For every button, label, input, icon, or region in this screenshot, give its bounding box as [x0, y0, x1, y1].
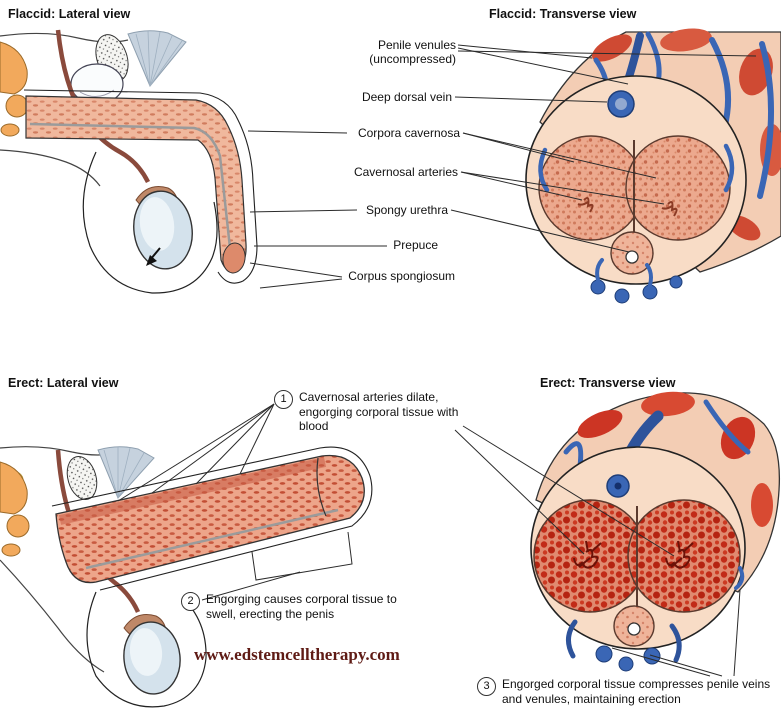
corpus-spongiosum-section [610, 231, 654, 275]
label-cavernosal-arteries: Cavernosal arteries [353, 165, 458, 179]
urethra-line [29, 122, 232, 249]
cavernosal-arteries-dilated [573, 540, 694, 569]
label-prepuce: Prepuce [393, 238, 438, 252]
panel-title-flaccid-lateral: Flaccid: Lateral view [8, 7, 131, 21]
corpus-spongiosum-section [613, 605, 655, 647]
step-3-text: Engorged corporal tissue compresses peni… [502, 677, 771, 706]
swelling-bracket [251, 531, 353, 581]
step-2-number-badge: 2 [181, 592, 200, 611]
flaccid-lateral-illustration [0, 29, 258, 294]
annotation-step-2: 2 Engorging causes corporal tissue to sw… [181, 592, 411, 621]
annotation-step-1: 1 Cavernosal arteries dilate, engorging … [274, 390, 469, 434]
corpora-cavernosa-section [538, 135, 731, 241]
erect-penis-shaft [55, 454, 365, 584]
urethra-lumen [625, 250, 639, 264]
scrotum-outline [82, 151, 218, 294]
label-spongy-urethra: Spongy urethra [365, 203, 448, 217]
penile-skin-outline [51, 446, 373, 591]
compressed-venules [566, 566, 745, 672]
label-deep-dorsal-vein: Deep dorsal vein [361, 90, 452, 104]
direction-arrow [146, 247, 161, 266]
step-3-number-badge: 3 [477, 677, 496, 696]
step-1-number-badge: 1 [274, 390, 293, 409]
step-1-text: Cavernosal arteries dilate, engorging co… [299, 390, 459, 434]
leader-lines [117, 44, 757, 677]
deep-dorsal-vein-section [607, 90, 635, 118]
suspensory-ligament-fan [127, 30, 187, 87]
step-2-text: Engorging causes corporal tissue to swel… [206, 592, 397, 621]
label-corpus-spongiosum: Corpus spongiosum [348, 269, 455, 283]
corona-line [316, 457, 327, 517]
panel-title-erect-lateral: Erect: Lateral view [8, 376, 119, 390]
penile-skin-outline [23, 89, 258, 284]
pelvic-bones [0, 41, 29, 137]
urethra-line [85, 508, 339, 570]
flaccid-transverse-illustration [525, 28, 781, 304]
cavernosal-arteries-section [577, 197, 678, 217]
label-corpora-cavernosa: Corpora cavernosa [357, 126, 460, 140]
glans [222, 242, 246, 274]
pubic-bone-stipple [66, 456, 98, 500]
annotation-step-3: 3 Engorged corporal tissue compresses pe… [477, 677, 774, 706]
panel-title-flaccid-transverse: Flaccid: Transverse view [489, 7, 637, 21]
suspensory-ligament-fan [97, 446, 155, 499]
flaccid-penis-shaft [25, 95, 247, 273]
erect-transverse-illustration [530, 391, 781, 672]
panel-title-erect-transverse: Erect: Transverse view [540, 376, 676, 390]
watermark: www.edstemcelltherapy.com [194, 645, 400, 664]
erect-lateral-illustration [0, 446, 373, 708]
testis [133, 190, 193, 270]
corpora-cavernosa-engorged [533, 499, 741, 613]
label-penile-venules: Penile venules (uncompressed) [369, 38, 456, 67]
dorsal-band [58, 457, 327, 525]
pelvic-bones [0, 461, 30, 557]
testis [123, 621, 181, 695]
urethra-lumen [627, 622, 641, 636]
scrotum-outline [86, 591, 207, 708]
deep-dorsal-vein-compressed [606, 474, 630, 498]
